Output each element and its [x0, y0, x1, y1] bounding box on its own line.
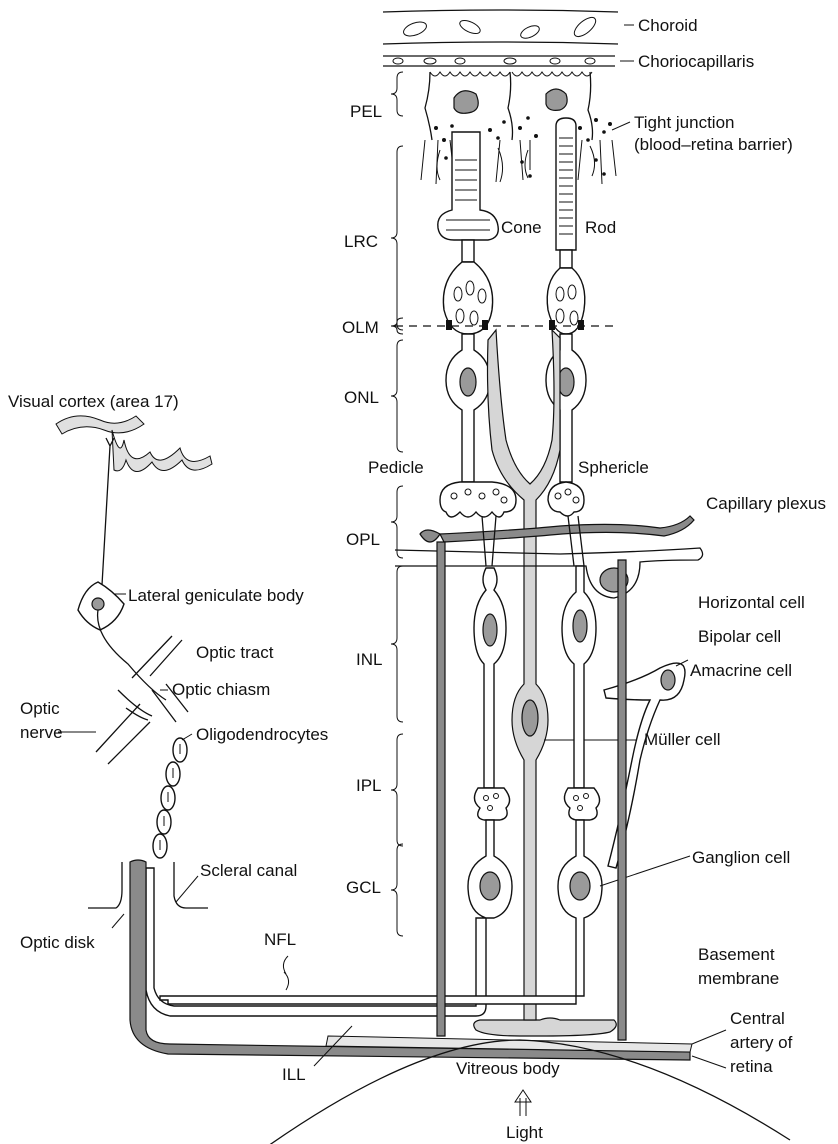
- label-gcl: GCL: [346, 878, 381, 897]
- label-basement-1: Basement: [698, 945, 775, 964]
- label-central-artery-2: artery of: [730, 1033, 793, 1052]
- label-blood-retina-barrier: (blood–retina barrier): [634, 135, 793, 154]
- label-scleral-canal: Scleral canal: [200, 861, 297, 880]
- layer-braces: [391, 72, 403, 936]
- label-optic-chiasm: Optic chiasm: [172, 680, 270, 699]
- label-olm: OLM: [342, 318, 379, 337]
- label-cone: Cone: [501, 218, 542, 237]
- ipl-synapses: [474, 788, 599, 820]
- label-ipl: IPL: [356, 776, 382, 795]
- label-pel: PEL: [350, 102, 382, 121]
- label-muller-cell: Müller cell: [644, 730, 721, 749]
- label-opl: OPL: [346, 530, 380, 549]
- label-optic-nerve-1: Optic: [20, 699, 60, 718]
- label-lateral-geniculate: Lateral geniculate body: [128, 586, 304, 605]
- label-rod: Rod: [585, 218, 616, 237]
- rod-cell: [547, 118, 585, 334]
- label-light: Light: [506, 1123, 543, 1142]
- label-capillary-plexus: Capillary plexus: [706, 494, 826, 513]
- label-oligodendrocytes: Oligodendrocytes: [196, 725, 328, 744]
- label-amacrine-cell: Amacrine cell: [690, 661, 792, 680]
- label-choroid: Choroid: [638, 16, 698, 35]
- ganglion-cells: [146, 820, 690, 1016]
- light-arrow-icon: [515, 1090, 531, 1116]
- label-basement-2: membrane: [698, 969, 779, 988]
- label-bipolar-cell: Bipolar cell: [698, 627, 781, 646]
- label-visual-cortex: Visual cortex (area 17): [8, 392, 179, 411]
- capillary-plexus: [420, 516, 694, 542]
- label-pedicle: Pedicle: [368, 458, 424, 477]
- label-onl: ONL: [344, 388, 379, 407]
- label-sphericle: Sphericle: [578, 458, 649, 477]
- label-lrc: LRC: [344, 232, 378, 251]
- label-optic-disk: Optic disk: [20, 933, 95, 952]
- label-optic-nerve-2: nerve: [20, 723, 63, 742]
- label-optic-tract: Optic tract: [196, 643, 274, 662]
- label-ganglion-cell: Ganglion cell: [692, 848, 790, 867]
- label-horizontal-cell: Horizontal cell: [698, 593, 805, 612]
- amacrine-cell: [604, 660, 688, 868]
- label-inl: INL: [356, 650, 382, 669]
- cone-cell: [438, 132, 499, 334]
- label-central-artery-1: Central: [730, 1009, 785, 1028]
- choriocapillaris-layer: [383, 56, 634, 66]
- muller-cell: [474, 330, 640, 1036]
- label-ill: ILL: [282, 1065, 306, 1084]
- label-vitreous-body: Vitreous body: [456, 1059, 560, 1078]
- label-nfl: NFL: [264, 930, 296, 949]
- choroid-layer: [383, 10, 634, 44]
- photoreceptor-nuclei: [446, 334, 586, 482]
- label-tight-junction: Tight junction: [634, 113, 734, 132]
- label-choriocapillaris: Choriocapillaris: [638, 52, 754, 71]
- label-central-artery-3: retina: [730, 1057, 773, 1076]
